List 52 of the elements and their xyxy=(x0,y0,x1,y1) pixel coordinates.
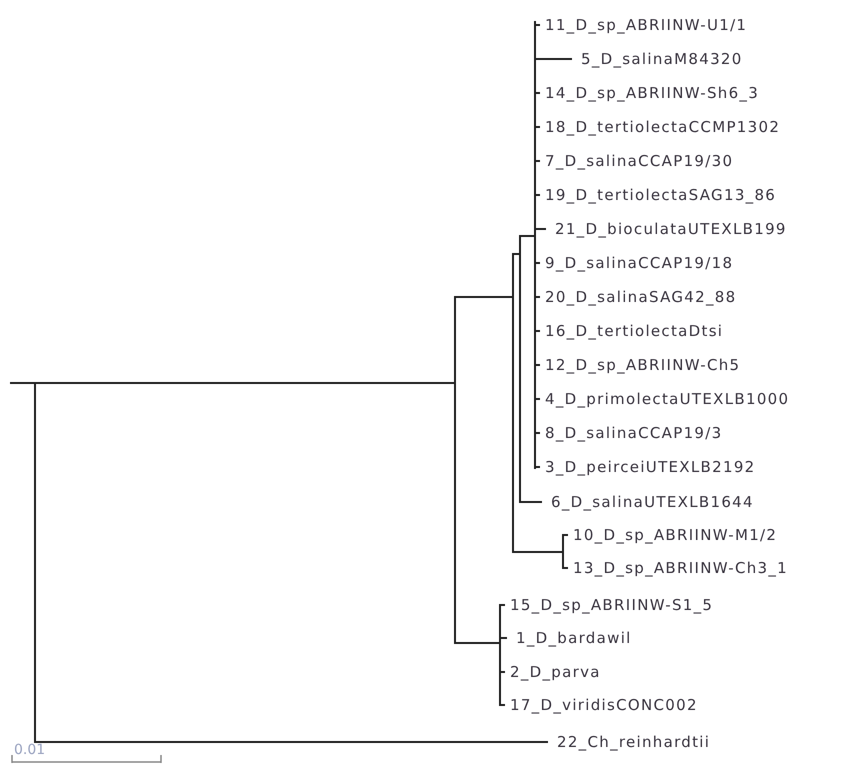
tree-branch xyxy=(514,253,519,255)
tree-branch xyxy=(536,126,540,128)
tree-branch xyxy=(536,58,572,60)
taxon-label: 9_D_salinaCCAP19/18 xyxy=(540,251,734,275)
scale-value: 0.01 xyxy=(14,742,46,758)
tree-branch xyxy=(521,501,542,503)
taxon-label: 16_D_tertiolectaDtsi xyxy=(540,319,724,343)
tree-branch xyxy=(536,194,540,196)
taxon-label: 12_D_sp_ABRIINW-Ch5 xyxy=(540,353,740,377)
tree-branch xyxy=(536,262,540,264)
tree-branch xyxy=(536,466,540,468)
taxon-label: 22_Ch_reinhardtii xyxy=(548,730,710,754)
tree-branch xyxy=(536,364,540,366)
tree-branch xyxy=(456,642,499,644)
tree-branch xyxy=(536,398,540,400)
tree-branch xyxy=(536,296,540,298)
taxon-label: 6_D_salinaUTEXLB1644 xyxy=(542,490,754,514)
taxon-label: 15_D_sp_ABRIINW-S1_5 xyxy=(505,593,714,617)
taxon-label: 3_D_peirceiUTEXLB2192 xyxy=(540,455,756,479)
taxon-label: 21_D_bioculataUTEXLB199 xyxy=(546,217,787,241)
tree-branch xyxy=(536,24,540,26)
tree-branch xyxy=(501,637,507,639)
taxon-label: 20_D_salinaSAG42_88 xyxy=(540,285,736,309)
tree-branch xyxy=(514,551,562,553)
taxon-label: 4_D_primolectaUTEXLB1000 xyxy=(540,387,790,411)
taxon-label: 19_D_tertiolectaSAG13_86 xyxy=(540,183,776,207)
tree-branch xyxy=(36,382,454,384)
taxon-label: 8_D_salinaCCAP19/3 xyxy=(540,421,722,445)
tree-branch xyxy=(536,160,540,162)
taxon-label: 10_D_sp_ABRIINW-M1/2 xyxy=(568,523,778,547)
tree-branch xyxy=(10,382,34,384)
tree-branch xyxy=(564,567,568,569)
taxon-label: 5_D_salinaM84320 xyxy=(572,47,743,71)
taxon-label: 18_D_tertiolectaCCMP1302 xyxy=(540,115,780,139)
tree-branch xyxy=(36,741,548,743)
tree-branch xyxy=(501,704,505,706)
taxon-label: 7_D_salinaCCAP19/30 xyxy=(540,149,734,173)
tree-branch xyxy=(536,228,546,230)
tree-branch xyxy=(521,235,534,237)
tree-branch xyxy=(456,296,512,298)
tree-branch xyxy=(536,432,540,434)
taxon-label: 13_D_sp_ABRIINW-Ch3_1 xyxy=(568,556,788,580)
taxon-label: 17_D_viridisCONC002 xyxy=(505,693,698,717)
taxon-label: 14_D_sp_ABRIINW-Sh6_3 xyxy=(540,81,760,105)
taxon-label: 1_D_bardawil xyxy=(507,626,632,650)
tree-branch xyxy=(501,671,505,673)
tree-branch xyxy=(536,92,540,94)
tree-branch xyxy=(564,534,568,536)
tree-branch xyxy=(501,604,505,606)
taxon-label: 2_D_parva xyxy=(505,660,601,684)
tree-branch xyxy=(536,330,540,332)
taxon-label: 11_D_sp_ABRIINW-U1/1 xyxy=(540,13,748,37)
